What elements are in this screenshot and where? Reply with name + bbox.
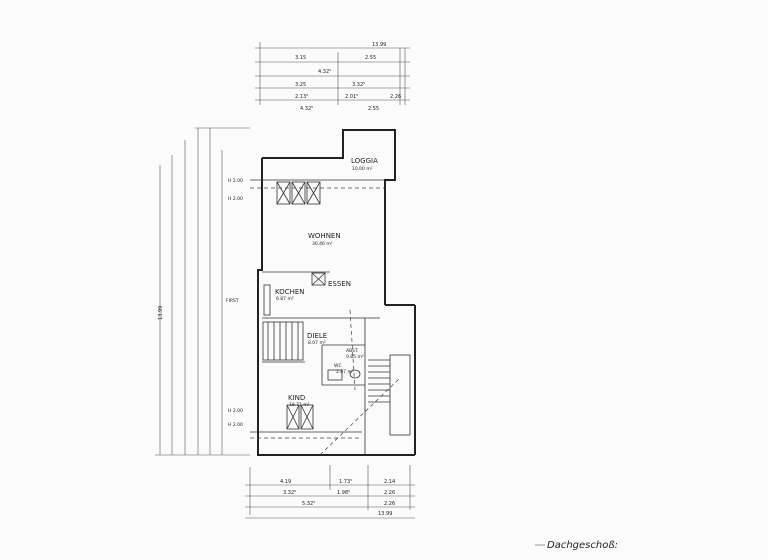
dimension: 4.32⁵ xyxy=(318,69,331,75)
room-area: 8.07 m² xyxy=(308,340,326,346)
dimension: 2.55 xyxy=(368,106,379,112)
room-area: 10.00 m² xyxy=(352,166,373,172)
left-dimension-chain: 13.99 FIRST H 2.00 H 2.00 H 2.00 H 2.00 xyxy=(155,127,250,456)
dimension: 3.32⁵ xyxy=(352,82,365,88)
fixtures xyxy=(263,284,361,381)
staircase-interior xyxy=(262,321,304,361)
top-dimension-chain: 13.99 3.15 2.55 4.32⁵ 3.25 3.32⁵ 2.13⁵ 2… xyxy=(255,42,410,112)
roof-windows xyxy=(276,181,326,430)
dimension: 2.55 xyxy=(365,55,376,61)
dimension: 2.14 xyxy=(384,479,395,485)
dimension: 1.98⁵ xyxy=(337,490,350,496)
room-labels: LOGGIA 10.00 m² WOHNEN 30.46 m² ESSEN KO… xyxy=(275,157,378,408)
room-area: 2.87 m² xyxy=(336,369,354,375)
room-area: 0.85 m² xyxy=(346,354,364,360)
drawing-title: Dachgeschoß: xyxy=(547,540,618,551)
level-label: H 2.00 xyxy=(228,422,243,428)
walls xyxy=(250,129,416,456)
staircase-main xyxy=(368,354,411,436)
dimension: 2.26 xyxy=(384,501,395,507)
room-area: 18.71 m² xyxy=(289,402,310,408)
room-label-wc: WC xyxy=(334,363,342,369)
room-area: 30.46 m² xyxy=(312,241,333,247)
top-total-dimension: 13.99 xyxy=(372,42,386,48)
room-label-diele: DIELE xyxy=(307,332,327,340)
dimension: 2.26 xyxy=(390,94,401,100)
level-label: H 2.00 xyxy=(228,196,243,202)
dimension: 5.32⁵ xyxy=(302,501,315,507)
left-total-dimension: 13.99 xyxy=(158,306,164,320)
dimension: 2.01⁵ xyxy=(345,94,358,100)
dimension: 4.32⁵ xyxy=(300,106,313,112)
room-label-abst: ABST. xyxy=(346,348,359,354)
room-label-essen: ESSEN xyxy=(328,280,351,288)
room-label-loggia: LOGGIA xyxy=(351,157,378,165)
room-label-wohnen: WOHNEN xyxy=(308,232,341,240)
dimension: 3.25 xyxy=(295,82,306,88)
dimension: 1.73⁵ xyxy=(339,479,352,485)
bottom-dimension-chain: 4.19 1.73⁵ 2.14 3.32⁵ 1.98⁵ 2.26 5.32⁵ 2… xyxy=(245,465,415,519)
dimension: 3.15 xyxy=(295,55,306,61)
room-label-kind: KIND xyxy=(288,394,305,402)
dimension: 2.26 xyxy=(384,490,395,496)
dimension: 4.19 xyxy=(280,479,291,485)
level-label: H 2.00 xyxy=(228,178,243,184)
level-label: H 2.00 xyxy=(228,408,243,414)
first-label: FIRST xyxy=(226,298,239,304)
bottom-total-dimension: 13.99 xyxy=(378,511,392,517)
dimension: 2.13⁵ xyxy=(295,94,308,100)
room-area: 6.87 m² xyxy=(276,296,294,302)
dimension: 3.32⁵ xyxy=(283,490,296,496)
room-label-kochen: KOCHEN xyxy=(275,288,305,296)
